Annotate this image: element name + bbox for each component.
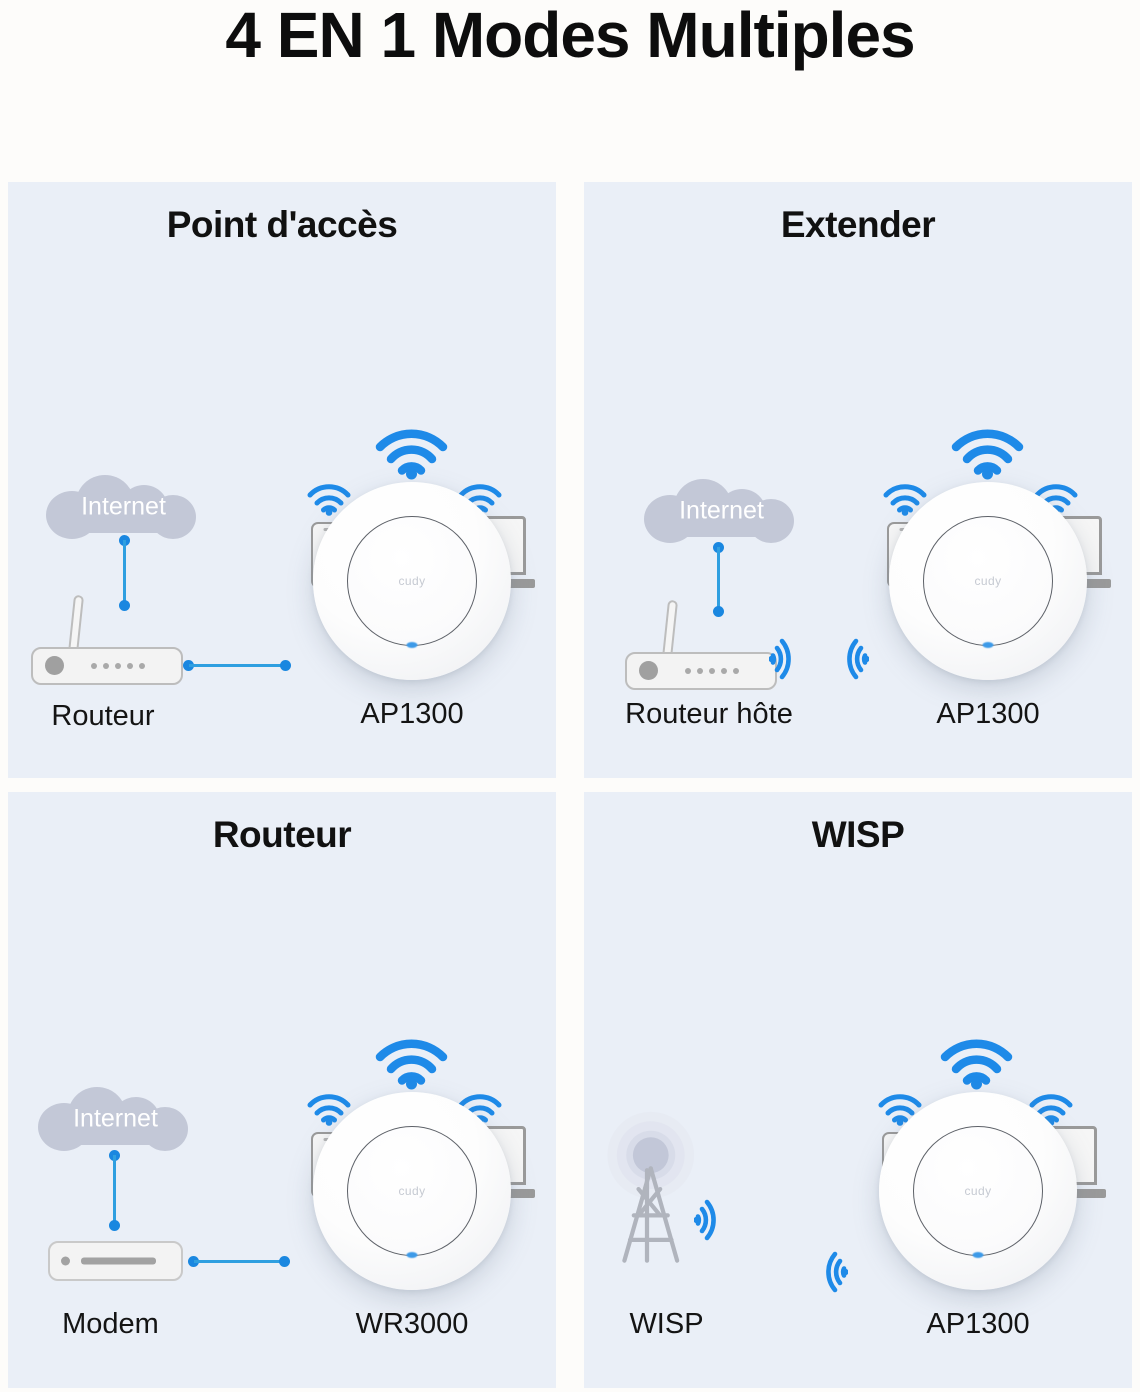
source-label: WISP — [629, 1308, 704, 1340]
link-node — [119, 600, 130, 611]
cudy-logo: cudy — [398, 574, 426, 588]
link-node — [183, 660, 194, 671]
wifi-small-icon — [878, 1094, 922, 1126]
router-icon — [625, 599, 777, 690]
cudy-logo: cudy — [398, 1184, 426, 1198]
device-label: AP1300 — [360, 698, 464, 730]
wifi-small-icon — [883, 484, 927, 516]
panel-title: Extender — [780, 204, 936, 245]
cloud-label: Internet — [679, 496, 764, 525]
internet-cloud-icon: Internet — [38, 1087, 193, 1153]
connection-line-vertical — [123, 540, 126, 603]
connection-line-horizontal — [189, 664, 285, 667]
wifi-large-icon — [951, 429, 1024, 480]
cloud-label: Internet — [73, 1104, 158, 1133]
source-label: Routeur hôte — [625, 698, 793, 730]
connection-line-vertical — [113, 1155, 116, 1223]
led-indicator — [406, 642, 418, 648]
led-indicator — [982, 642, 994, 648]
device-label: AP1300 — [936, 698, 1040, 730]
device-label: AP1300 — [926, 1308, 1030, 1340]
wifi-large-icon — [375, 1039, 448, 1090]
panel-extender: Extender — [584, 182, 1132, 778]
internet-cloud-icon: Internet — [46, 475, 201, 541]
cloud-label: Internet — [81, 492, 166, 521]
wifi-small-icon — [307, 484, 351, 516]
access-point-icon: cudy — [313, 482, 511, 680]
source-label: Modem — [62, 1308, 159, 1340]
wifi-large-icon — [375, 429, 448, 480]
connection-line-horizontal — [194, 1260, 284, 1263]
link-node — [713, 606, 724, 617]
router-icon — [31, 594, 183, 685]
wifi-large-icon — [940, 1039, 1013, 1090]
wifi-signal-right-icon — [769, 638, 791, 680]
page-title: 4 EN 1 Modes Multiples — [225, 0, 915, 71]
cudy-logo: cudy — [964, 1184, 992, 1198]
source-label: Routeur — [51, 700, 155, 732]
connection-line-vertical — [717, 547, 720, 609]
tower-icon — [607, 1111, 695, 1263]
panel-router: Routeur — [8, 792, 556, 1388]
wifi-signal-left-icon — [826, 1251, 848, 1293]
panel-title: WISP — [811, 814, 905, 855]
internet-cloud-icon: Internet — [644, 479, 799, 545]
led-indicator — [972, 1252, 984, 1258]
link-node — [280, 660, 291, 671]
access-point-icon: cudy — [879, 1092, 1077, 1290]
modem-icon — [48, 1241, 183, 1281]
led-indicator — [406, 1252, 418, 1258]
wifi-small-icon — [307, 1094, 351, 1126]
panel-title: Point d'accès — [166, 204, 398, 245]
panel-access-point: Point d'accès — [8, 182, 556, 778]
wifi-signal-left-icon — [847, 638, 869, 680]
link-node — [109, 1220, 120, 1231]
wifi-signal-right-icon — [694, 1199, 716, 1241]
panel-wisp: WISP — [584, 792, 1132, 1388]
access-point-icon: cudy — [889, 482, 1087, 680]
device-label: WR3000 — [355, 1308, 469, 1340]
cudy-logo: cudy — [974, 574, 1002, 588]
link-node — [279, 1256, 290, 1267]
modes-grid: Point d'accès — [8, 182, 1132, 1388]
access-point-icon: cudy — [313, 1092, 511, 1290]
link-node — [188, 1256, 199, 1267]
panel-title: Routeur — [212, 814, 352, 855]
